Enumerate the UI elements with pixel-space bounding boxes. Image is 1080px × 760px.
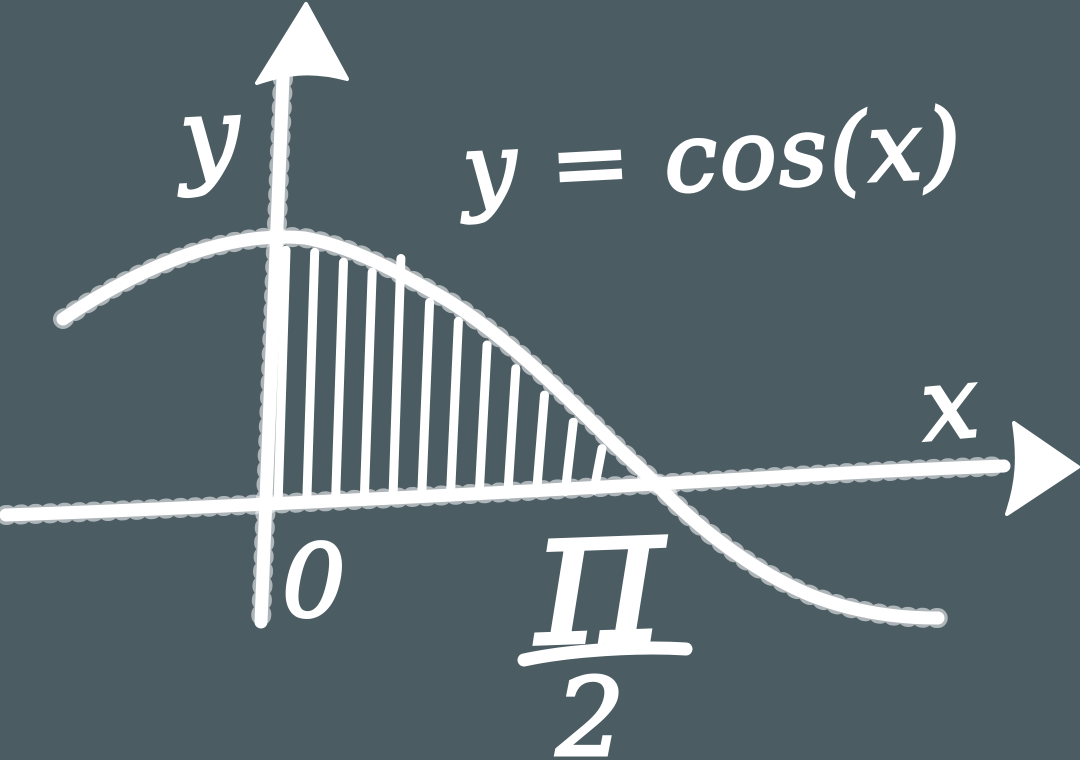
x-axis-arrow-right-icon xyxy=(1005,421,1080,516)
x-axis-line xyxy=(0,459,1011,522)
cosine-curve xyxy=(56,230,945,625)
y-axis-label: y xyxy=(173,73,244,198)
hatch-lines xyxy=(273,245,607,511)
hatch-line xyxy=(388,254,406,505)
hatch-line xyxy=(302,247,320,509)
hatch-line xyxy=(331,257,348,508)
curve-halo xyxy=(53,227,948,628)
hatch-line xyxy=(359,267,377,506)
hatch-line xyxy=(503,364,521,499)
equation-label: y = cos(x) xyxy=(456,89,966,225)
hatch-line xyxy=(560,417,578,497)
hatch-line xyxy=(474,340,492,501)
two-denominator-label: 2 xyxy=(555,656,625,760)
hatch-line xyxy=(532,390,549,498)
origin-label: 0 xyxy=(282,523,346,640)
hatch-line xyxy=(445,316,463,502)
fraction-bar xyxy=(517,641,693,667)
hatch-line xyxy=(273,245,291,511)
y-axis-line xyxy=(254,71,290,629)
hatch-line xyxy=(417,297,435,504)
x-axis-label: x xyxy=(916,343,982,464)
y-axis-arrow-up-icon xyxy=(255,2,349,85)
pi-numerator-label: π xyxy=(527,455,672,693)
